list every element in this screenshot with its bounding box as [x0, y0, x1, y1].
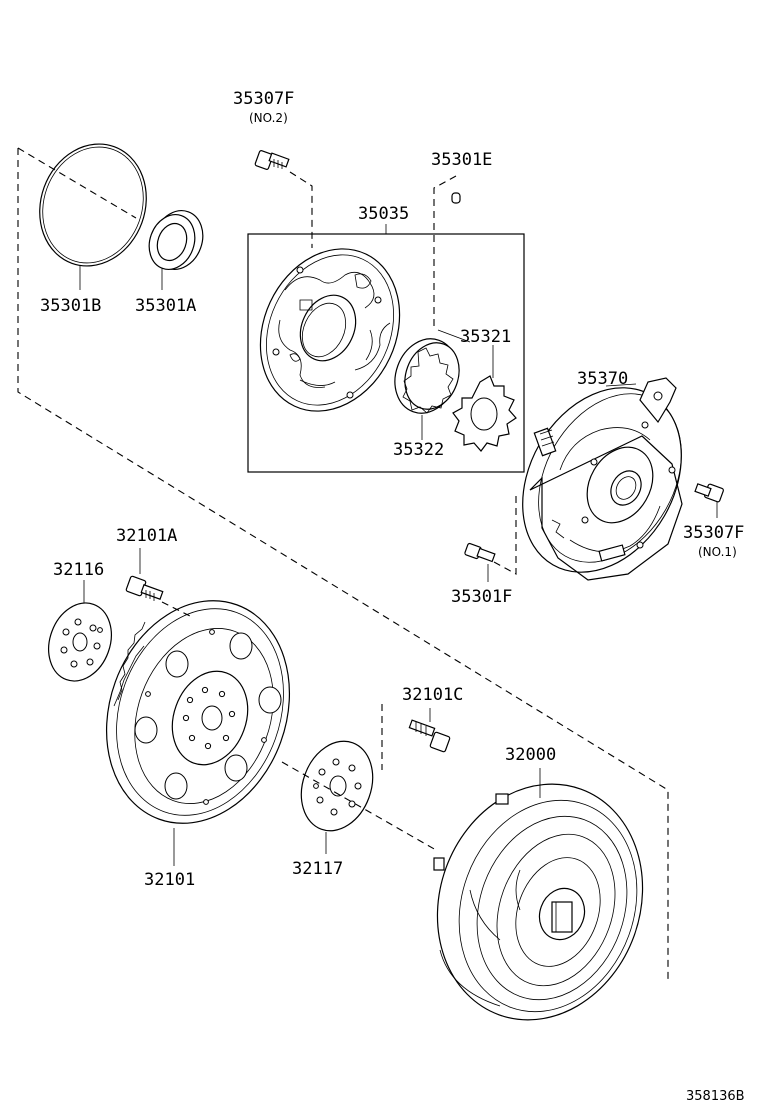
bolt-32101c: [281, 704, 451, 851]
label-35307f-no2-sub: (NO.2): [249, 111, 288, 125]
bolt-35307f-no2: [254, 150, 313, 248]
label-35307f-no2: 35307F: [233, 89, 294, 109]
label-32117: 32117: [292, 859, 343, 879]
label-35301f: 35301F: [451, 587, 512, 607]
label-32116: 32116: [53, 560, 104, 580]
pin-35301e: [433, 175, 461, 330]
label-35321: 35321: [460, 327, 511, 347]
stator-plate-part: [259, 248, 401, 412]
bolt-32101a: [125, 548, 191, 617]
label-35035: 35035: [358, 204, 409, 224]
label-32101a: 32101A: [116, 526, 177, 546]
label-35307f-no1: 35307F: [683, 523, 744, 543]
oil-pump-body-part: [522, 377, 683, 581]
label-35307f-no1-sub: (NO.1): [698, 545, 737, 559]
drive-plate-part: [105, 600, 291, 866]
drive-gear-part: [437, 329, 517, 452]
label-35370: 35370: [577, 369, 628, 389]
front-spacer-part: [48, 580, 112, 682]
label-35301a: 35301A: [135, 296, 196, 316]
rear-spacer-part: [300, 740, 374, 854]
o-ring-part: [39, 143, 147, 290]
pump-subassembly-box: [247, 224, 525, 473]
diagram-code: 358136B: [686, 1089, 745, 1104]
torque-converter-part: [433, 768, 644, 1021]
label-35322: 35322: [393, 440, 444, 460]
oil-seal-part: [148, 210, 204, 290]
label-35301e: 35301E: [431, 150, 492, 170]
bolt-35301f: [464, 496, 517, 582]
driven-gear-part: [394, 338, 460, 440]
label-32101: 32101: [144, 870, 195, 890]
label-35301b: 35301B: [40, 296, 101, 316]
bolt-35307f-no1: [694, 483, 724, 518]
part-number-labels: 35307F (NO.2) 35301E 35035 35301B 35301A…: [40, 89, 745, 1104]
label-32101c: 32101C: [402, 685, 463, 705]
assembly-outline-dashed: [17, 147, 669, 980]
label-32000: 32000: [505, 745, 556, 765]
